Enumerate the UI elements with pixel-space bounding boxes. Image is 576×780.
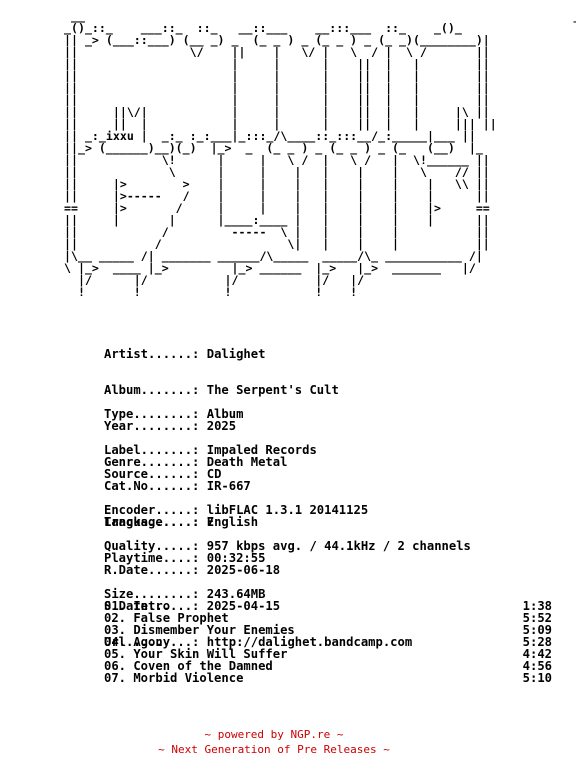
type-row: Type........: Album (104, 408, 317, 420)
rdate-value: 2025-06-18 (206, 563, 281, 577)
catno-label: Cat.No......: (104, 479, 200, 493)
album-row: Album.......: The Serpent's Cult (104, 384, 339, 396)
track-row: 07. Morbid Violence 5:10 (104, 672, 552, 684)
url-label: Url.........: (104, 635, 200, 649)
type-value: Album (206, 407, 244, 421)
source-label: Source......: (104, 467, 200, 481)
quality-label: Quality.....: (104, 539, 200, 553)
quality-row: Quality.....: 957 kbps avg. / 44.1kHz / … (104, 540, 471, 552)
sdate-value: 2025-04-15 (206, 599, 281, 613)
tracks-row: Tracks......: 7 (104, 516, 265, 528)
type-label: Type........: (104, 407, 200, 421)
playtime-label: Playtime....: (104, 551, 200, 565)
track-row: 06. Coven of the Damned 4:56 (104, 660, 552, 672)
footer-powered-by[interactable]: ~ powered by NGP.re ~ (204, 728, 344, 741)
encoder-value: libFLAC 1.3.1 20141125 (206, 503, 369, 517)
sdate-label: S.Date......: (104, 599, 200, 613)
artist-row: Artist......: Dalighet (104, 348, 339, 360)
source-value: CD (206, 467, 222, 481)
track-title: 04. Agony (104, 635, 171, 649)
track-length: 5:28 (522, 635, 552, 649)
footer-tagline: ~ Next Generation of Pre Releases ~ (158, 743, 390, 756)
track-title: 03. Dismember Your Enemies (104, 623, 295, 637)
track-length: 5:09 (522, 623, 552, 637)
language-row: Language....: English (104, 516, 317, 528)
playtime-value: 00:32:55 (206, 551, 266, 565)
track-row: 04. Agony 5:28 (104, 636, 552, 648)
track-row: 03. Dismember Your Enemies 5:09 (104, 624, 552, 636)
label-value: Impaled Records (206, 443, 317, 457)
url-value[interactable]: http://dalighet.bandcamp.com (206, 635, 413, 649)
label-row: Label.......: Impaled Records (104, 444, 317, 456)
track-length: 4:56 (522, 659, 552, 673)
track-length: 5:52 (522, 611, 552, 625)
tracks-value: 7 (206, 515, 215, 529)
track-title: 01. Intro (104, 599, 171, 613)
encoder-row: Encoder.....: libFLAC 1.3.1 20141125 (104, 504, 471, 516)
size-label: Size........: (104, 587, 200, 601)
rdate-row: R.Date......: 2025-06-18 (104, 564, 412, 576)
catno-row: Cat.No......: IR-667 (104, 480, 317, 492)
year-label: Year........: (104, 419, 200, 433)
release-info-label: Type........: Album Label.......: Impale… (104, 384, 317, 540)
track-title: 05. Your Skin Will Suffer (104, 647, 288, 661)
playtime-row: Playtime....: 00:32:55 (104, 552, 265, 564)
track-title: 07. Morbid Violence (104, 671, 244, 685)
url-row: Url.........: http://dalighet.bandcamp.c… (104, 636, 412, 648)
track-length: 1:38 (522, 599, 552, 613)
release-info-size: Tracks......: 7 Playtime....: 00:32:55 S… (104, 492, 265, 612)
track-title: 06. Coven of the Damned (104, 659, 273, 673)
track-length: 5:10 (522, 671, 552, 685)
encoder-label: Encoder.....: (104, 503, 200, 517)
catno-value: IR-667 (206, 479, 251, 493)
track-title: 02. False Prophet (104, 611, 229, 625)
quality-value: 957 kbps avg. / 44.1kHz / 2 channels (206, 539, 471, 553)
artist-value: Dalighet (206, 347, 266, 361)
language-label: Language....: (104, 515, 200, 529)
release-info-dates: R.Date......: 2025-06-18 S.Date......: 2… (104, 540, 412, 660)
genre-value: Death Metal (206, 455, 288, 469)
release-info-encoding: Source......: CD Encoder.....: libFLAC 1… (104, 444, 471, 564)
track-row: 05. Your Skin Will Suffer 4:42 (104, 648, 552, 660)
year-value: 2025 (206, 419, 237, 433)
size-value: 243.64MB (206, 587, 266, 601)
size-row: Size........: 243.64MB (104, 588, 265, 600)
genre-row: Genre.......: Death Metal (104, 456, 339, 468)
ascii-art-logo: __ __ _()_::_ ___::_ ::_ __::___ __:::__… (64, 9, 576, 299)
track-row: 02. False Prophet 5:52 (104, 612, 552, 624)
track-length: 4:42 (522, 647, 552, 661)
rdate-label: R.Date......: (104, 563, 200, 577)
tracks-label: Tracks......: (104, 515, 200, 529)
genre-label: Genre.......: (104, 455, 200, 469)
album-label: Album.......: (104, 383, 200, 397)
label-label: Label.......: (104, 443, 200, 457)
sdate-row: S.Date......: 2025-04-15 (104, 600, 412, 612)
album-value: The Serpent's Cult (206, 383, 339, 397)
release-info-general: Artist......: Dalighet Album.......: The… (104, 324, 339, 480)
track-row: 01. Intro 1:38 (104, 600, 552, 612)
artist-label: Artist......: (104, 347, 200, 361)
tracklist: 01. Intro 1:38 02. False Prophet 5:52 03. … (104, 600, 552, 684)
language-value: English (206, 515, 259, 529)
year-row: Year........: 2025 (104, 420, 339, 432)
source-row: Source......: CD (104, 468, 471, 480)
